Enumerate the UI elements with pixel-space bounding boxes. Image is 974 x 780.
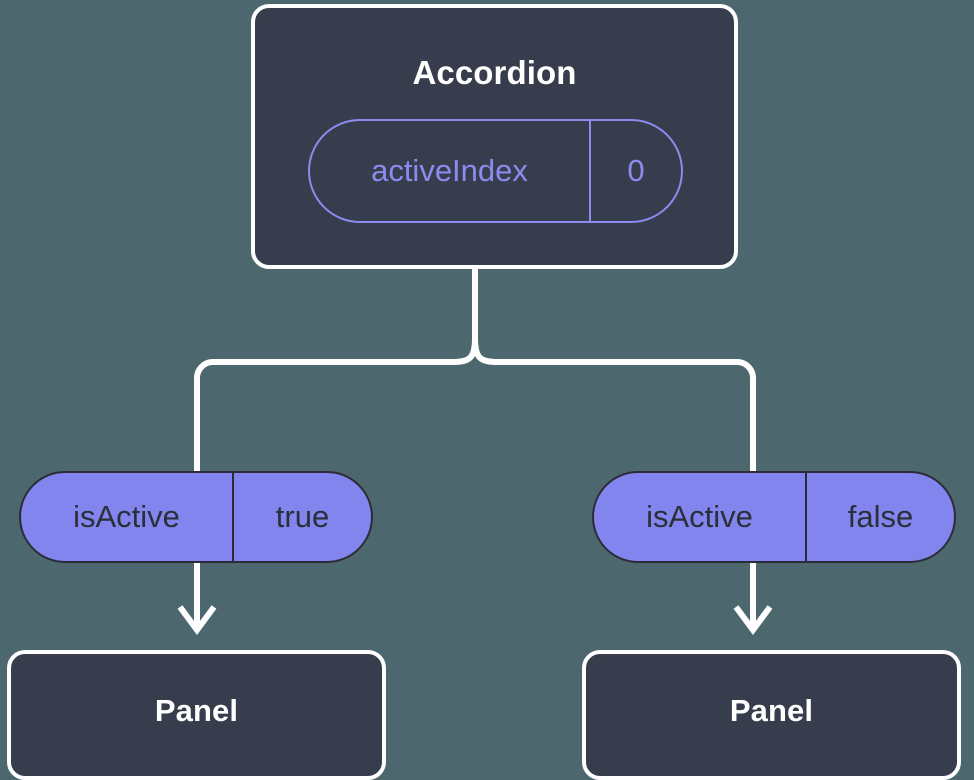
prop-pill-isactive-false-key: isActive <box>646 499 753 534</box>
state-pill-activeindex[interactable]: activeIndex 0 <box>308 119 683 223</box>
state-pill-activeindex-value: 0 <box>589 121 681 221</box>
node-panel-right[interactable]: Panel <box>582 650 961 780</box>
state-pill-activeindex-key: activeIndex <box>371 153 528 188</box>
arrow-head-left-icon <box>177 605 217 636</box>
prop-pill-isactive-false-value: false <box>805 473 954 561</box>
prop-pill-isactive-false[interactable]: isActive false <box>592 471 956 563</box>
prop-pill-isactive-true-value: true <box>232 473 371 561</box>
node-panel-left-title: Panel <box>154 693 239 728</box>
prop-pill-isactive-true[interactable]: isActive true <box>19 471 373 563</box>
arrow-head-right-icon <box>733 605 773 636</box>
node-panel-right-title: Panel <box>729 693 814 728</box>
edge-branch-right <box>472 337 757 474</box>
edge-branch-left <box>193 337 478 474</box>
node-panel-left[interactable]: Panel <box>7 650 386 780</box>
node-accordion-title: Accordion <box>412 54 577 91</box>
prop-pill-isactive-true-key: isActive <box>73 499 180 534</box>
